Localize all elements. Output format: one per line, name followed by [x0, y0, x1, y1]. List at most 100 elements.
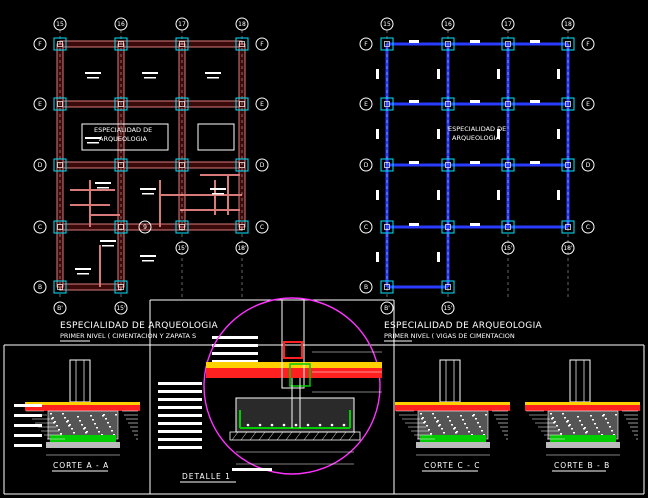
column-node-core	[445, 224, 451, 230]
fill-texture	[101, 434, 103, 436]
axis-right-right-D-circle	[581, 158, 595, 172]
fill-texture	[583, 428, 585, 430]
lean-concrete	[46, 442, 120, 448]
column-footing	[114, 220, 128, 234]
fill-texture	[77, 416, 79, 418]
column-footing-core	[57, 284, 63, 290]
fill-texture	[577, 416, 579, 418]
column-footing	[175, 37, 189, 51]
note-leader	[14, 414, 42, 417]
column-footing-core	[179, 162, 185, 168]
column-node	[441, 220, 455, 234]
fill-texture	[423, 422, 425, 424]
column-node-core	[384, 162, 390, 168]
axis-left-F-label: F	[38, 41, 42, 48]
axis-top-right-18-label: 18	[564, 21, 572, 28]
detail-note-leader	[158, 382, 202, 385]
column-node	[380, 97, 394, 111]
axis-right-right-C-label: C	[586, 224, 590, 231]
fill-texture	[92, 419, 94, 421]
annotation-mark	[140, 255, 156, 257]
fill-texture	[437, 420, 439, 422]
detail-hatch	[231, 431, 239, 441]
column-node-core	[505, 41, 511, 47]
detalle-label: DETALLE 1	[182, 472, 231, 481]
column-node	[561, 37, 575, 51]
fill-texture	[586, 431, 588, 433]
detail-hatch	[339, 431, 347, 441]
column-footing-core	[118, 41, 124, 47]
column-footing	[175, 97, 189, 111]
fill-texture	[456, 431, 458, 433]
detail-hatch	[285, 431, 293, 441]
fill-texture	[453, 428, 455, 430]
detail-note-top	[212, 352, 258, 355]
detail-hatch	[294, 431, 302, 441]
column-footing	[175, 158, 189, 172]
note-leader	[14, 404, 42, 407]
plan-right-subtitle: PRIMER NIVEL ( VIGAS DE CIMENTACION	[384, 332, 515, 340]
fill-texture	[105, 418, 107, 420]
fill-texture	[609, 426, 611, 428]
annotation-mark	[95, 182, 111, 184]
column-footing	[175, 220, 189, 234]
axis-right-right-D-label: D	[586, 162, 591, 169]
column-node	[380, 158, 394, 172]
footing-base-green	[50, 435, 116, 442]
fill-texture	[579, 420, 581, 422]
column-node-core	[384, 224, 390, 230]
axis-bottom-3-label: 18'	[237, 245, 247, 252]
fill-texture	[441, 428, 443, 430]
fill-texture	[421, 418, 423, 420]
annotation-mark	[102, 245, 114, 247]
fill-texture	[103, 414, 105, 416]
detail-footing-body	[235, 397, 355, 433]
axis-top-right-15-label: 15	[383, 21, 391, 28]
room-label-box	[81, 123, 169, 151]
column-footing-core	[118, 284, 124, 290]
detail-column	[281, 299, 305, 389]
note-leader	[14, 444, 42, 447]
fill-texture	[592, 419, 594, 421]
beam-tag	[409, 40, 419, 43]
fill-texture	[436, 421, 438, 423]
column-footing	[114, 158, 128, 172]
fill-texture	[94, 423, 96, 425]
column-node-core	[445, 41, 451, 47]
beam-tag	[376, 129, 379, 139]
detail-hatch	[303, 431, 311, 441]
annotation-mark	[85, 137, 101, 139]
beam-tag	[409, 223, 419, 226]
axis-top-18-label: 18	[238, 21, 246, 28]
fill-texture	[571, 428, 573, 430]
fill-texture	[454, 427, 456, 429]
fill-texture	[479, 426, 481, 428]
axis-right-E-label: E	[260, 101, 264, 108]
room-label-line2: ARQUEOLOGIA	[99, 135, 148, 143]
column-footing	[53, 97, 67, 111]
column-footing	[235, 158, 249, 172]
fill-texture	[84, 427, 86, 429]
axis-bottom-r0-label: B'	[384, 305, 390, 312]
detail-note-leader	[158, 390, 202, 393]
room-label-line1: ESPECIALIDAD DE	[94, 126, 152, 134]
fill-texture	[603, 414, 605, 416]
fill-texture	[581, 424, 583, 426]
room-box-right	[197, 123, 235, 151]
axis-top-right-17-label: 17	[504, 21, 512, 28]
fill-texture	[573, 432, 575, 434]
axis-top-15-label: 15	[56, 21, 64, 28]
column-node-core	[445, 162, 451, 168]
lean-concrete	[546, 442, 620, 448]
fill-texture	[468, 431, 470, 433]
fill-texture	[584, 427, 586, 429]
annotation-mark	[212, 193, 224, 195]
detail-rebar-dot	[282, 423, 286, 427]
fill-texture	[471, 434, 473, 436]
column-footing	[235, 97, 249, 111]
beam-tag	[470, 40, 480, 43]
axis-right-right-C-circle	[581, 220, 595, 234]
fill-texture	[569, 424, 571, 426]
